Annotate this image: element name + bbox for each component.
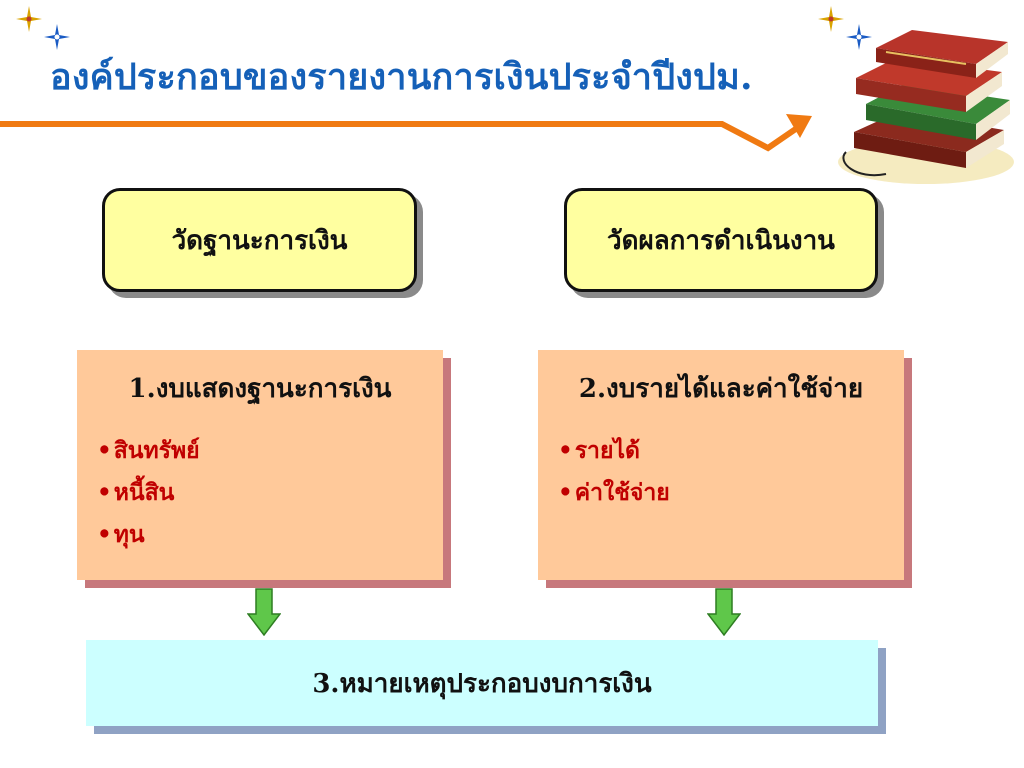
- down-arrow-icon: [247, 588, 281, 636]
- books-stack-icon: [838, 30, 1014, 184]
- notes-box: 3.หมายเหตุประกอบงบการเงิน: [86, 640, 878, 726]
- page-title: องค์ประกอบของรายงานการเงินประจำปีงปม.: [50, 56, 753, 98]
- performance-label: วัดผลการดำเนินงาน: [607, 225, 835, 256]
- financial-position-box: วัดฐานะการเงิน: [102, 188, 417, 292]
- performance-box: วัดผลการดำเนินงาน: [564, 188, 878, 292]
- statement-box-financial-position: 1.งบแสดงฐานะการเงิน •สินทรัพย์ •หนี้สิน …: [77, 350, 443, 580]
- statement-item-list: •รายได้ •ค่าใช้จ่าย: [558, 430, 670, 514]
- list-item: •หนี้สิน: [97, 472, 200, 514]
- list-item: •ค่าใช้จ่าย: [558, 472, 670, 514]
- bullet-icon: •: [97, 521, 112, 548]
- list-item-label: รายได้: [574, 437, 640, 464]
- statement-title: 2.งบรายได้และค่าใช้จ่าย: [578, 374, 864, 404]
- list-item-label: หนี้สิน: [113, 479, 175, 506]
- bullet-icon: •: [558, 479, 573, 506]
- financial-position-label: วัดฐานะการเงิน: [171, 225, 348, 256]
- bullet-icon: •: [97, 479, 112, 506]
- arrow-line-icon: [0, 114, 812, 152]
- sparkle-icon: [44, 24, 70, 50]
- down-arrow-icon: [707, 588, 741, 636]
- list-item: •ทุน: [97, 514, 200, 556]
- bullet-icon: •: [97, 437, 112, 464]
- statement-title: 1.งบแสดงฐานะการเงิน: [128, 374, 392, 404]
- list-item-label: สินทรัพย์: [113, 437, 200, 464]
- sparkle-icon: [818, 6, 844, 32]
- sparkle-icon: [16, 6, 42, 32]
- list-item-label: ทุน: [113, 521, 145, 548]
- sparkle-icon: [846, 24, 872, 50]
- list-item: •สินทรัพย์: [97, 430, 200, 472]
- statement-box-revenue-expense: 2.งบรายได้และค่าใช้จ่าย •รายได้ •ค่าใช้จ…: [538, 350, 904, 580]
- statement-item-list: •สินทรัพย์ •หนี้สิน •ทุน: [97, 430, 200, 556]
- list-item: •รายได้: [558, 430, 670, 472]
- notes-label: 3.หมายเหตุประกอบงบการเงิน: [312, 668, 652, 699]
- bullet-icon: •: [558, 437, 573, 464]
- list-item-label: ค่าใช้จ่าย: [574, 479, 670, 506]
